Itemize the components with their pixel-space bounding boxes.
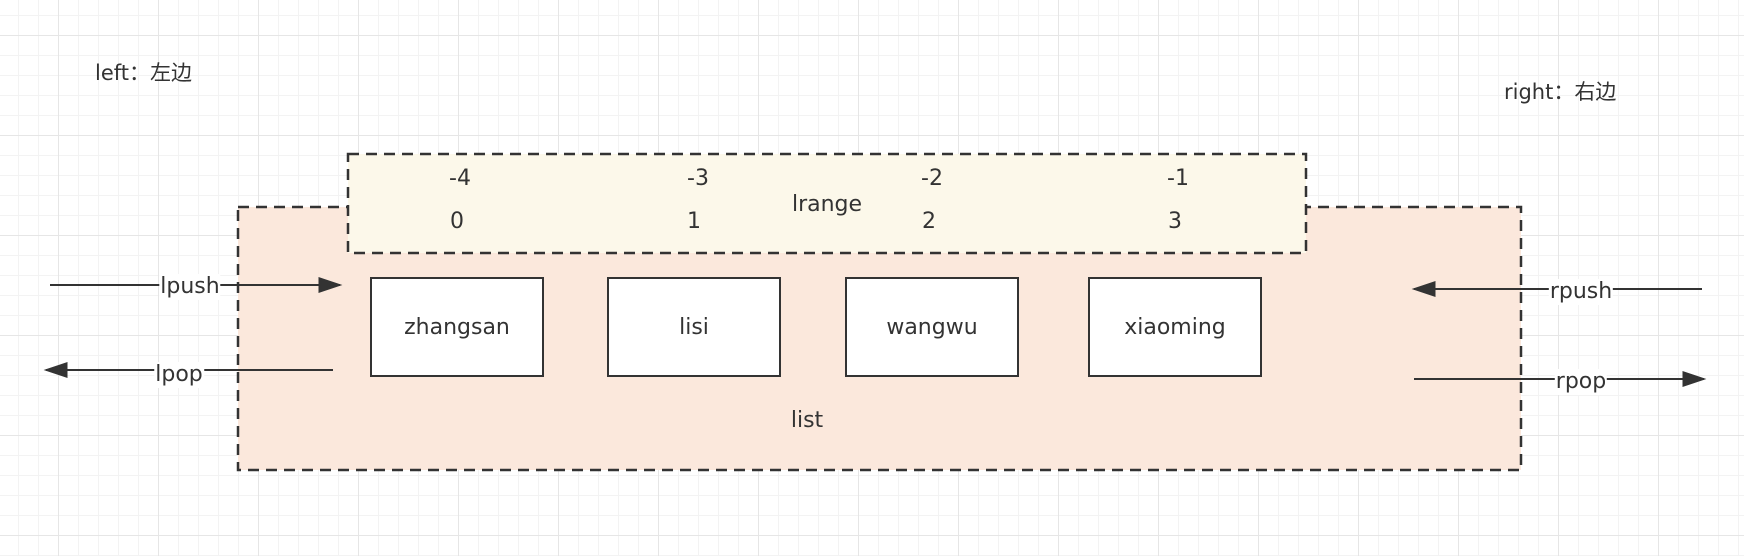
lpush-label: lpush <box>159 274 221 300</box>
rpop-label: rpop <box>1554 369 1608 395</box>
negative-index-label: -4 <box>449 166 471 191</box>
list-element: wangwu <box>845 277 1019 377</box>
negative-index-label: -3 <box>687 166 709 191</box>
lpop-label: lpop <box>154 362 204 388</box>
rpush-label: rpush <box>1548 279 1614 305</box>
positive-index-label: 0 <box>450 209 464 234</box>
list-element: xiaoming <box>1088 277 1262 377</box>
positive-index-label: 1 <box>687 209 701 234</box>
list-element: lisi <box>607 277 781 377</box>
negative-index-label: -2 <box>921 166 943 191</box>
lrange-container <box>346 152 1308 255</box>
right-note: right：右边 <box>1504 80 1617 104</box>
left-note: left：左边 <box>95 61 193 85</box>
positive-index-label: 3 <box>1168 209 1182 234</box>
positive-index-label: 2 <box>922 209 936 234</box>
lrange-label: lrange <box>791 192 863 217</box>
negative-index-label: -1 <box>1167 166 1189 191</box>
list-element: zhangsan <box>370 277 544 377</box>
list-label: list <box>790 408 824 433</box>
